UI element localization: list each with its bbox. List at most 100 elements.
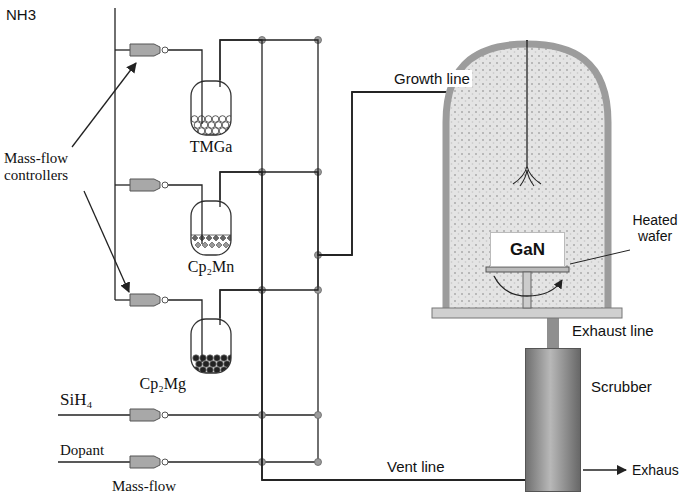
- precursor-grain: [217, 361, 224, 368]
- dopant-outlet-line: [168, 461, 318, 462]
- precursor-grain: [200, 355, 207, 362]
- feed-line: [115, 184, 130, 185]
- scrubber-body: [526, 349, 581, 492]
- wafer-label: GaN: [510, 240, 545, 260]
- exhaust-pipe: [547, 318, 559, 348]
- mfc-body: [130, 456, 160, 468]
- mfc-valve: [162, 459, 168, 465]
- precursor-grain: [191, 116, 198, 123]
- label-holder: Cp₂Mg: [120, 375, 186, 393]
- precursor-grain: [221, 355, 228, 362]
- precursor-grain: [209, 242, 215, 248]
- inlet-line: [168, 50, 202, 80]
- scrubber: Scrubber: [525, 348, 581, 492]
- dip-tube: [201, 80, 202, 124]
- junction-dot: [315, 459, 322, 466]
- base-plate: [432, 308, 622, 318]
- part-name: Scrubber: [591, 378, 652, 395]
- part-label: Mass-flow: [112, 478, 176, 495]
- bubbler-vessel: [190, 200, 232, 256]
- dip-tube: [201, 318, 202, 362]
- bubbler-vessel: [190, 80, 232, 136]
- part-label: Mass-flow controllers: [4, 150, 104, 185]
- precursor-grain: [207, 367, 214, 373]
- silane-outlet-line: [168, 414, 318, 415]
- precursor-grain: [195, 242, 201, 248]
- mass-flow-controller: [130, 456, 168, 468]
- feed-line: [115, 49, 130, 50]
- vessel-outline: [191, 201, 231, 255]
- precursor-charge: [191, 235, 231, 248]
- exhaust-arrow: [583, 469, 626, 470]
- precursor-grain: [203, 361, 210, 368]
- inlet-line: [168, 300, 202, 318]
- junction-dot: [315, 412, 322, 419]
- mfc-body: [130, 179, 160, 191]
- gas-spray: [513, 166, 541, 186]
- precursor-name: Cp₂Mn: [188, 258, 234, 276]
- precursor-level: [191, 235, 231, 236]
- bubbler: Cp₂Mn: [190, 200, 232, 256]
- precursor-grain: [194, 122, 201, 129]
- bubbler-vessel: [190, 318, 232, 374]
- precursor-grain: [202, 242, 208, 248]
- part-label: Dopant: [60, 442, 104, 459]
- precursor-grain: [212, 116, 219, 123]
- label-holder: Growth line: [392, 70, 472, 88]
- precursor-grain: [196, 361, 203, 368]
- precursor-grain: [207, 355, 214, 362]
- precursor-grain: [214, 355, 221, 362]
- label-holder: Cp₂Mn: [160, 258, 262, 276]
- bubbler: Cp₂Mg: [190, 318, 232, 374]
- vessel-outline: [191, 81, 231, 135]
- scrubber-cylinder: [525, 348, 581, 492]
- susceptor-shaft: [523, 272, 531, 308]
- nh3-main-line: [114, 8, 115, 300]
- label-holder: TMGa: [160, 138, 262, 156]
- label-holder: Dopant: [60, 441, 104, 459]
- leader-arrow: [72, 63, 136, 147]
- rotation-arrow: [494, 276, 562, 296]
- precursor-grain: [193, 355, 200, 362]
- precursor-grain: [212, 128, 219, 135]
- leader-arrow: [84, 191, 129, 292]
- precursor-grain: [205, 116, 212, 123]
- label-holder: Mass-flow: [112, 477, 176, 495]
- wafer-box: GaN: [490, 232, 565, 267]
- mfc-body: [130, 44, 160, 56]
- label-holder: SiH₄: [60, 390, 92, 410]
- outlet-tube: [219, 318, 220, 325]
- part-label: Heated wafer: [628, 212, 682, 244]
- precursor-grain: [223, 242, 229, 248]
- label-holder: Mass-flow controllers: [4, 150, 104, 185]
- leader-line: [570, 250, 630, 264]
- mfc-body: [130, 409, 160, 421]
- dopant-line: [58, 461, 130, 462]
- precursor-grain: [216, 242, 222, 248]
- precursor-grain: [213, 235, 219, 241]
- mass-flow-controller: [130, 44, 168, 56]
- precursor-grain: [206, 235, 212, 241]
- label-holder: NH3: [6, 6, 36, 24]
- gas-nozzle: [526, 40, 527, 166]
- outlet-tube: [219, 80, 220, 87]
- label-holder: Scrubber: [591, 378, 652, 396]
- inlet-line: [168, 185, 202, 200]
- precursor-grain: [210, 361, 217, 368]
- precursor-grain: [219, 116, 226, 123]
- outlet-tube: [219, 200, 220, 207]
- bubbler: TMGa: [190, 80, 232, 136]
- dip-tube: [201, 200, 202, 244]
- mass-flow-controller: [130, 294, 168, 306]
- mfc-valve: [162, 47, 168, 53]
- precursor-grain: [220, 235, 226, 241]
- precursor-name: Cp₂Mg: [140, 375, 186, 393]
- mfc-body: [130, 294, 160, 306]
- precursor-grain: [208, 122, 215, 129]
- vessel-outline: [191, 319, 231, 373]
- precursor-grain: [205, 128, 212, 135]
- precursor-grain: [215, 122, 222, 129]
- mfc-valve: [162, 297, 168, 303]
